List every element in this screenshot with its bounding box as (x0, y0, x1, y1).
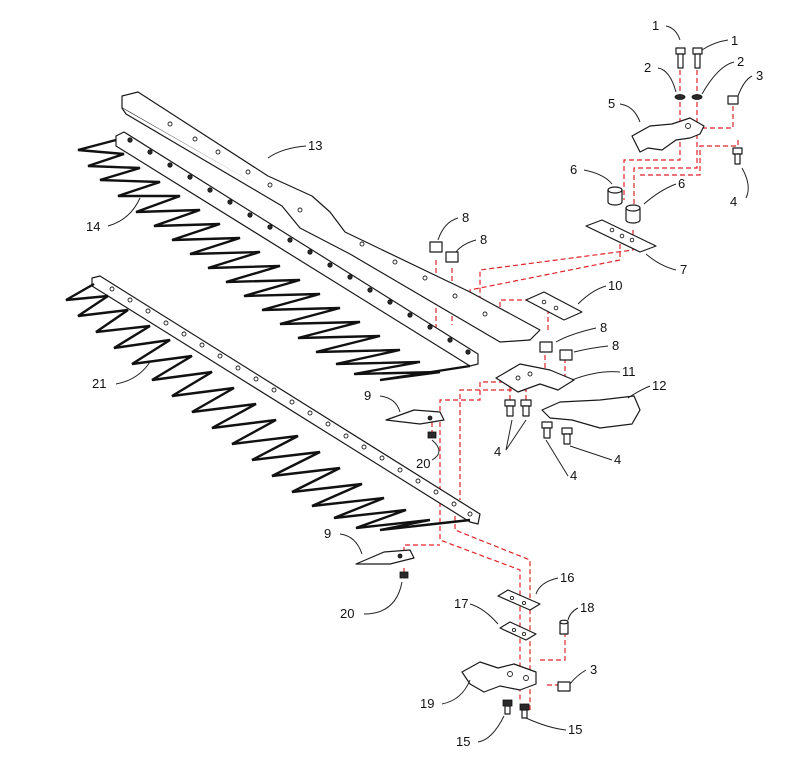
callout-21: 21 (92, 376, 106, 391)
callout-20b: 20 (340, 606, 354, 621)
leader-lines (107, 25, 753, 743)
callout-numbers: 1 1 2 2 3 5 4 6 6 7 13 14 8 8 10 8 8 11 … (86, 18, 763, 749)
part-1-bolt-right (692, 47, 703, 69)
part-15-bolt-right (519, 703, 530, 719)
part-14-rivets (127, 137, 471, 355)
callout-10: 10 (608, 278, 622, 293)
part-2-washer-right (691, 94, 703, 100)
part-21-holes (109, 286, 473, 517)
callout-4b: 4 (494, 444, 501, 459)
callout-6a: 6 (570, 162, 577, 177)
callout-3b: 3 (590, 662, 597, 677)
callout-15b: 15 (568, 722, 582, 737)
part-9-section-upper (385, 409, 445, 425)
part-20-nut-upper (427, 431, 437, 439)
part-2-washer-left (674, 94, 686, 100)
part-8-nut-b (445, 251, 459, 263)
part-1-bolt-left (675, 47, 686, 69)
callout-13: 13 (308, 138, 322, 153)
part-17-plate (499, 621, 537, 641)
part-8-nut-d (559, 349, 573, 361)
callout-2a: 2 (644, 60, 651, 75)
part-11-plate (495, 363, 575, 393)
part-4-bolt-mid-d (561, 427, 573, 445)
callout-8c: 8 (600, 320, 607, 335)
callout-15a: 15 (456, 734, 470, 749)
callout-8a: 8 (462, 210, 469, 225)
callout-9b: 9 (324, 526, 331, 541)
callout-4c: 4 (570, 468, 577, 483)
callout-2b: 2 (737, 54, 744, 69)
callout-4a: 4 (730, 194, 737, 209)
part-8-nut-c (539, 341, 553, 353)
part-12-guard (541, 395, 641, 429)
callout-19: 19 (420, 696, 434, 711)
part-18-pin (559, 619, 569, 635)
part-21-knife-bar (65, 275, 481, 532)
callout-1a: 1 (652, 18, 659, 33)
callout-16: 16 (560, 570, 574, 585)
callout-18: 18 (580, 600, 594, 615)
part-20-nut-lower (399, 571, 409, 579)
part-3-nut-bottom (557, 681, 571, 692)
callout-17: 17 (454, 596, 468, 611)
part-15-bolt-left (502, 699, 513, 715)
callout-12: 12 (652, 378, 666, 393)
part-19-knife-head (461, 661, 537, 693)
part-3-nut-top (727, 95, 739, 105)
part-6-bushing-right (625, 204, 641, 224)
callout-11: 11 (622, 364, 636, 379)
part-14-knife-bar (77, 131, 479, 382)
part-8-nut-a (429, 241, 443, 253)
part-4-bolt-top (732, 147, 743, 165)
callout-1b: 1 (731, 33, 738, 48)
part-4-bolt-mid-b (520, 399, 532, 417)
part-4-bolt-mid-c (541, 421, 553, 439)
callout-9a: 9 (364, 388, 371, 403)
part-9-section-lower (355, 549, 415, 565)
callout-7: 7 (680, 262, 687, 277)
part-6-bushing-left (607, 186, 623, 206)
callout-8d: 8 (612, 338, 619, 353)
callout-5: 5 (608, 96, 615, 111)
part-10-plate (525, 291, 583, 321)
callout-3a: 3 (756, 68, 763, 83)
callout-4d: 4 (614, 452, 621, 467)
callout-14: 14 (86, 219, 100, 234)
part-16-plate (497, 589, 541, 611)
callout-8b: 8 (480, 232, 487, 247)
part-13-bar (121, 91, 541, 343)
assembly-lines (403, 62, 739, 710)
part-5-bracket (631, 117, 705, 153)
callout-6b: 6 (678, 176, 685, 191)
part-4-bolt-mid-a (504, 399, 516, 417)
callout-20a: 20 (416, 456, 430, 471)
